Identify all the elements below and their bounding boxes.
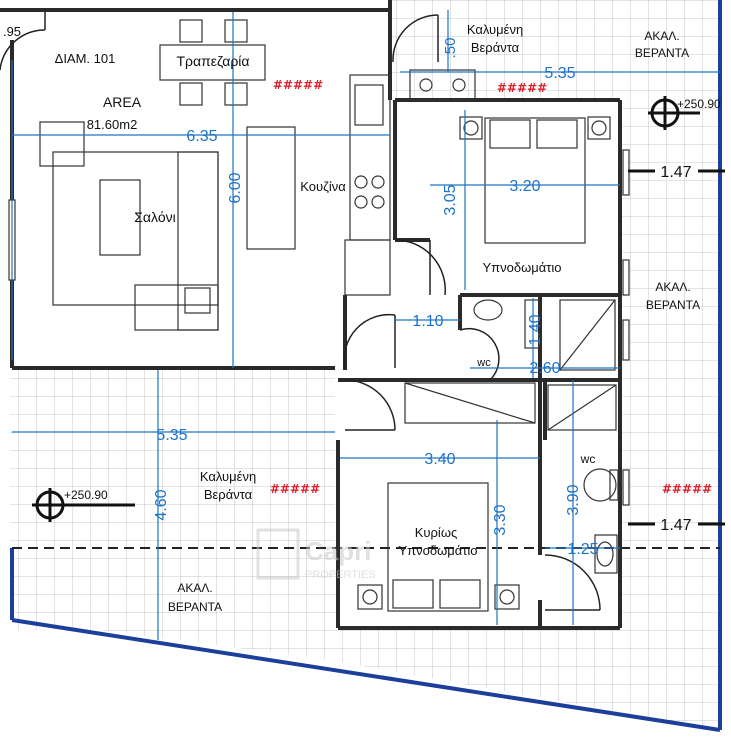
level-marker-bottom xyxy=(32,488,135,522)
dim-living-width: 6.35 xyxy=(186,128,217,145)
hatch-dining: ##### xyxy=(273,78,323,92)
dim-master-depth: 3.30 xyxy=(492,504,509,535)
label-veranda-top-2: Βεράντα xyxy=(471,40,520,55)
dim-master-width: 3.40 xyxy=(424,451,455,468)
label-uncovered-mid-1: ΑΚΑΛ. xyxy=(655,280,690,294)
label-living: Σαλόνι xyxy=(134,209,175,225)
dim-edge-left: .95 xyxy=(3,24,21,39)
hatch-kitchen-top: ##### xyxy=(497,81,547,95)
watermark-sub: PROPERTIES xyxy=(305,569,376,581)
label-veranda-bottom-2: Βεράντα xyxy=(204,487,253,502)
dim-bedroom-width: 3.20 xyxy=(509,178,540,195)
dim-master-wc-depth: 3.90 xyxy=(565,484,582,515)
doors xyxy=(0,10,601,611)
plot-boundary xyxy=(10,0,722,732)
label-apartment: ΔΙΑΜ. 101 xyxy=(55,51,116,66)
dim-wc-depth: 1.40 xyxy=(527,314,544,345)
hatch-right: ##### xyxy=(662,482,712,496)
dim-right-offset-top: 1.47 xyxy=(660,164,691,181)
label-wc-small: wc xyxy=(476,357,491,369)
level-bottom: +250.90 xyxy=(64,488,108,502)
dim-veranda-width: 5.35 xyxy=(156,427,187,444)
level-top: +250.90 xyxy=(677,97,721,111)
offset-markers xyxy=(628,169,725,526)
label-veranda-top-1: Καλυμένη xyxy=(467,22,523,37)
label-master-bedroom-2: Υπνοδωμάτιο xyxy=(398,543,477,558)
dim-master-wc-width: 1.25 xyxy=(567,541,598,558)
hatch-veranda: ##### xyxy=(270,482,320,496)
label-wc-master: wc xyxy=(580,452,596,466)
label-veranda-bottom-1: Καλυμένη xyxy=(200,469,256,484)
label-kitchen: Κουζίνα xyxy=(300,179,346,194)
dim-right-offset-bottom: 1.47 xyxy=(660,517,691,534)
label-uncovered-bottom-1: ΑΚΑΛ. xyxy=(177,581,212,595)
dim-bath-width: 2.60 xyxy=(529,360,560,377)
watermark-brand: Capri xyxy=(305,536,371,566)
label-bedroom: Υπνοδωμάτιο xyxy=(482,260,561,275)
dim-living-depth: 6.00 xyxy=(227,172,244,203)
dim-hall-width: 1.10 xyxy=(412,313,443,330)
watermark: Capri PROPERTIES xyxy=(256,528,376,581)
label-master-bedroom-1: Κυρίως xyxy=(415,525,457,540)
dim-veranda-depth: 4.60 xyxy=(153,489,170,520)
dim-top-50: .50 xyxy=(442,38,459,59)
level-marker-top xyxy=(648,96,700,130)
label-uncovered-top-2: ΒΕΡΑΝΤΑ xyxy=(635,46,689,60)
label-area-value: 81.60m2 xyxy=(87,117,138,132)
label-dining: Τραπεζαρία xyxy=(176,53,249,69)
label-area: AREA xyxy=(103,94,142,110)
dim-top-535: 5.35 xyxy=(544,65,575,82)
label-uncovered-top-1: ΑΚΑΛ. xyxy=(644,29,679,43)
dimension-lines xyxy=(11,10,720,640)
label-uncovered-bottom-2: ΒΕΡΑΝΤΑ xyxy=(168,600,222,614)
dim-bedroom-depth: 3.05 xyxy=(442,184,459,215)
furniture xyxy=(39,19,619,612)
label-uncovered-mid-2: ΒΕΡΑΝΤΑ xyxy=(646,298,700,312)
